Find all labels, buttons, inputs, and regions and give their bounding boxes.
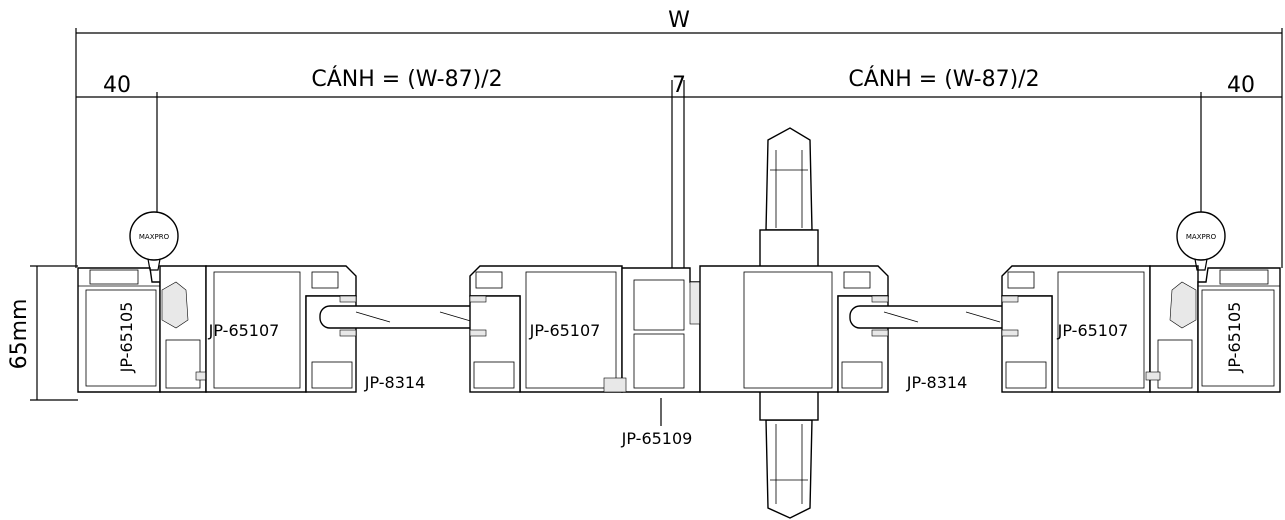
frame-left-profile [77, 265, 211, 393]
dimension-lines [30, 28, 1283, 401]
label-bead-right: JP-8314 [906, 373, 968, 392]
maxpro-label-left: MAXPRO [139, 233, 170, 241]
dim-left-margin: 40 [103, 73, 131, 98]
label-sash-left-outer: JP-65107 [208, 321, 280, 340]
maxpro-badge-right: MAXPRO [1176, 211, 1226, 271]
label-mullion: JP-65109 [621, 429, 693, 448]
maxpro-label-right: MAXPRO [1186, 233, 1217, 241]
sash-right-inner-profile [699, 265, 889, 393]
dim-gap: 7 [672, 73, 686, 98]
label-frame-right: JP-65105 [1225, 302, 1244, 374]
label-sash-right-outer: JP-65107 [1057, 321, 1129, 340]
label-frame-left: JP-65105 [117, 302, 136, 374]
sash-left-inner-profile [469, 265, 623, 393]
label-sash-left-inner: JP-65107 [529, 321, 601, 340]
dim-height: 65mm [7, 299, 32, 370]
dim-right-margin: 40 [1227, 73, 1255, 98]
glass-right [849, 305, 1037, 329]
frame-right-profile [1145, 265, 1281, 393]
dim-right-sash: CÁNH = (W-87)/2 [848, 66, 1039, 92]
maxpro-badge-left: MAXPRO [129, 211, 179, 271]
dim-total-width: W [668, 8, 690, 33]
sash-right-outer-profile [1001, 265, 1151, 393]
dim-left-sash: CÁNH = (W-87)/2 [311, 66, 502, 92]
label-bead-left: JP-8314 [364, 373, 426, 392]
